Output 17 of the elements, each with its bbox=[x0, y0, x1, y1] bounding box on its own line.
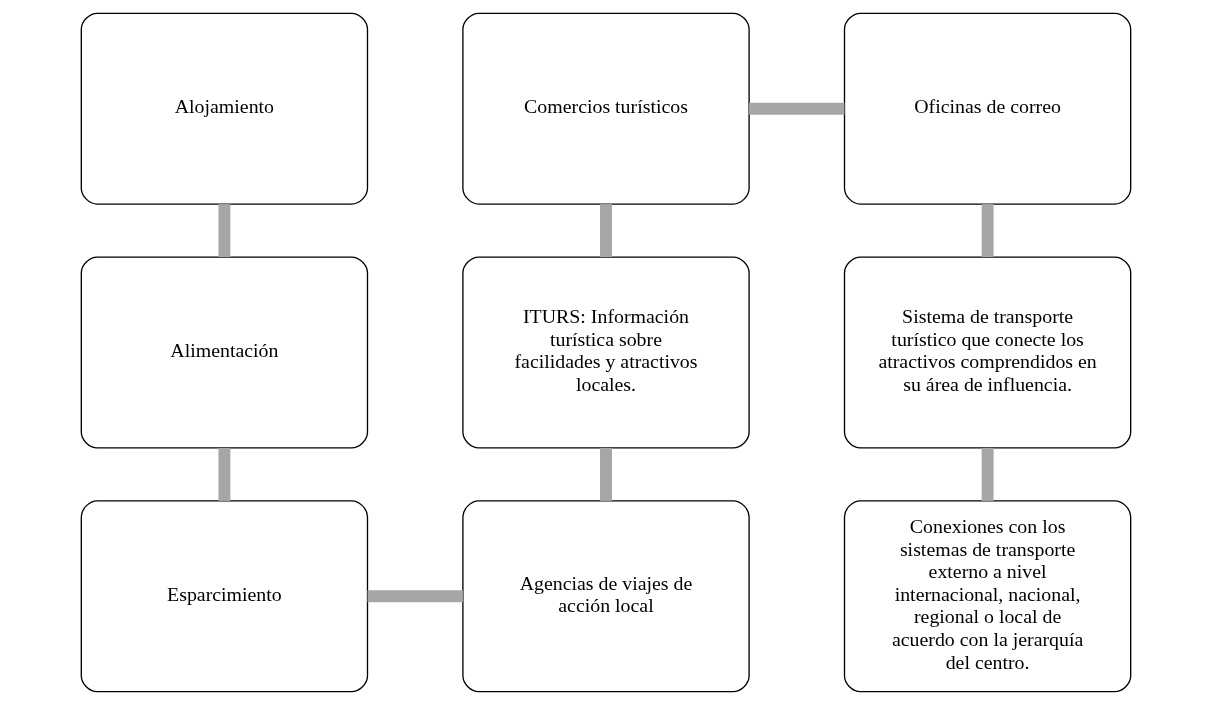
node-box: Alimentación bbox=[80, 256, 369, 449]
connector bbox=[600, 204, 612, 258]
node-box: Comercios turísticos bbox=[462, 12, 750, 205]
connector bbox=[600, 447, 612, 501]
node-box: Sistema de transporte turístico que conecte los atractivos comprendidos en su área de influencia. bbox=[843, 256, 1132, 449]
connector bbox=[218, 447, 231, 501]
node-box: Conexiones con los sistemas de transporte externo a nivel internacional, nacional, regional o local de acuerdo con la jerarquía del centro. bbox=[843, 500, 1132, 693]
connector bbox=[218, 204, 231, 258]
node-box: ITURS: Información turística sobre facilidades y atractivos locales. bbox=[462, 256, 750, 449]
node-box: Alojamiento bbox=[80, 12, 369, 205]
node-box: Agencias de viajes de acción local bbox=[462, 500, 750, 693]
connector bbox=[981, 447, 994, 501]
node-box: Oficinas de correo bbox=[843, 12, 1132, 205]
connector bbox=[749, 102, 845, 115]
connector bbox=[981, 204, 994, 258]
connector bbox=[367, 590, 463, 603]
node-box: Esparcimiento bbox=[80, 500, 369, 693]
